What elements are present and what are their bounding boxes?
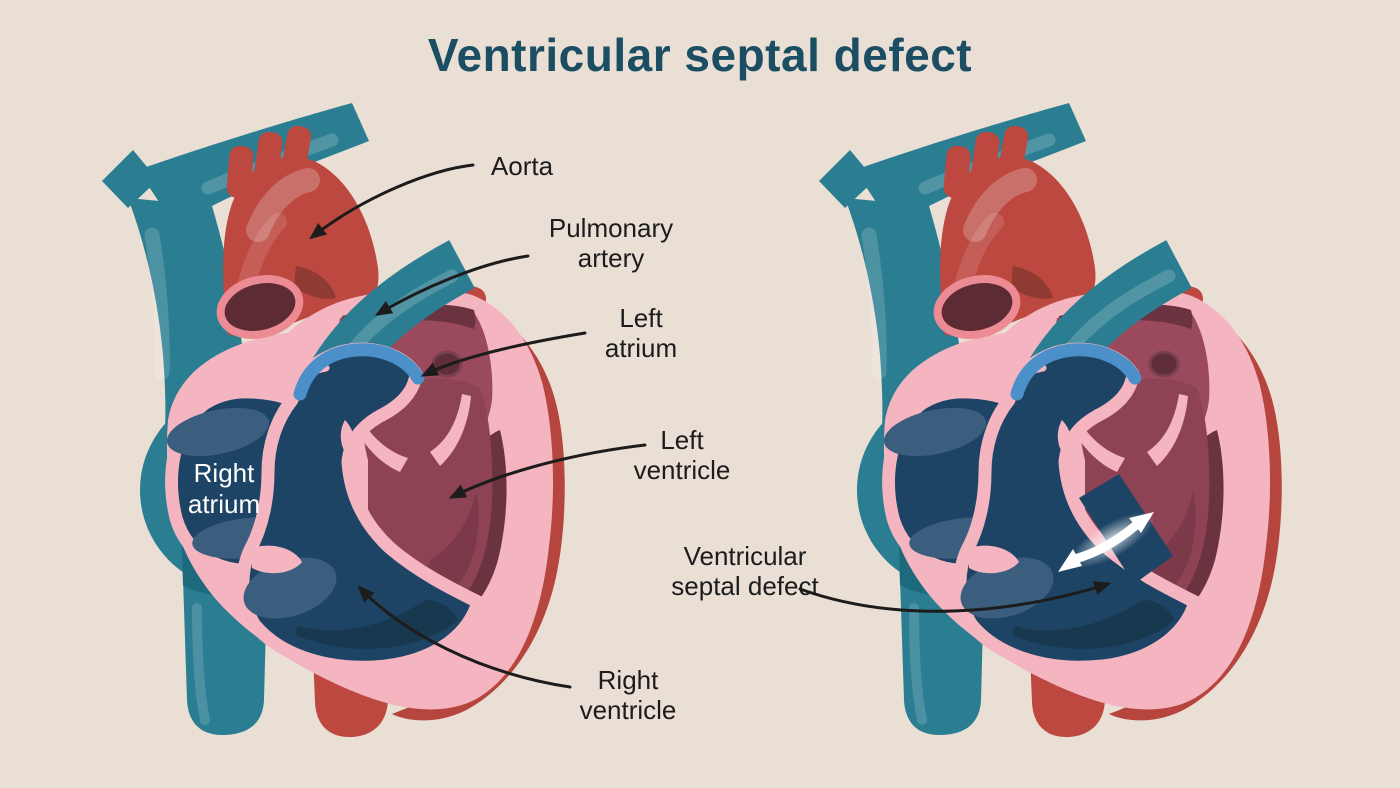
page-title: Ventricular septal defect — [427, 29, 973, 81]
blood-flow-arrow-icon — [1070, 521, 1140, 564]
leader-line-septal-defect — [798, 581, 1112, 613]
blood-flow-arrowhead — [1129, 512, 1154, 533]
callout-ventricular-septal-defect: Ventricular septal defect — [671, 541, 819, 602]
callout-pulmonary-artery: Pulmonary artery — [548, 213, 674, 274]
leader-line-pulmonary-artery — [374, 254, 530, 316]
callout-left-atrium: Left atrium — [604, 303, 678, 364]
callout-leader-lines — [309, 163, 1112, 689]
callout-left-ventricle: Left ventricle — [633, 425, 731, 486]
leader-line-left-ventricle — [448, 443, 647, 499]
septal-defect-flow — [1058, 474, 1173, 584]
defect-heart-illustration — [819, 103, 1282, 737]
callout-right-ventricle: Right ventricle — [579, 665, 677, 726]
callout-aorta: Aorta — [490, 151, 554, 181]
leader-line-left-atrium — [420, 331, 587, 377]
label-right-atrium: Right atrium — [187, 458, 261, 520]
blood-flow-arrowhead — [1058, 549, 1082, 572]
normal-heart-illustration — [102, 103, 565, 737]
leader-line-right-ventricle — [357, 585, 572, 689]
leader-line-aorta — [309, 163, 475, 240]
